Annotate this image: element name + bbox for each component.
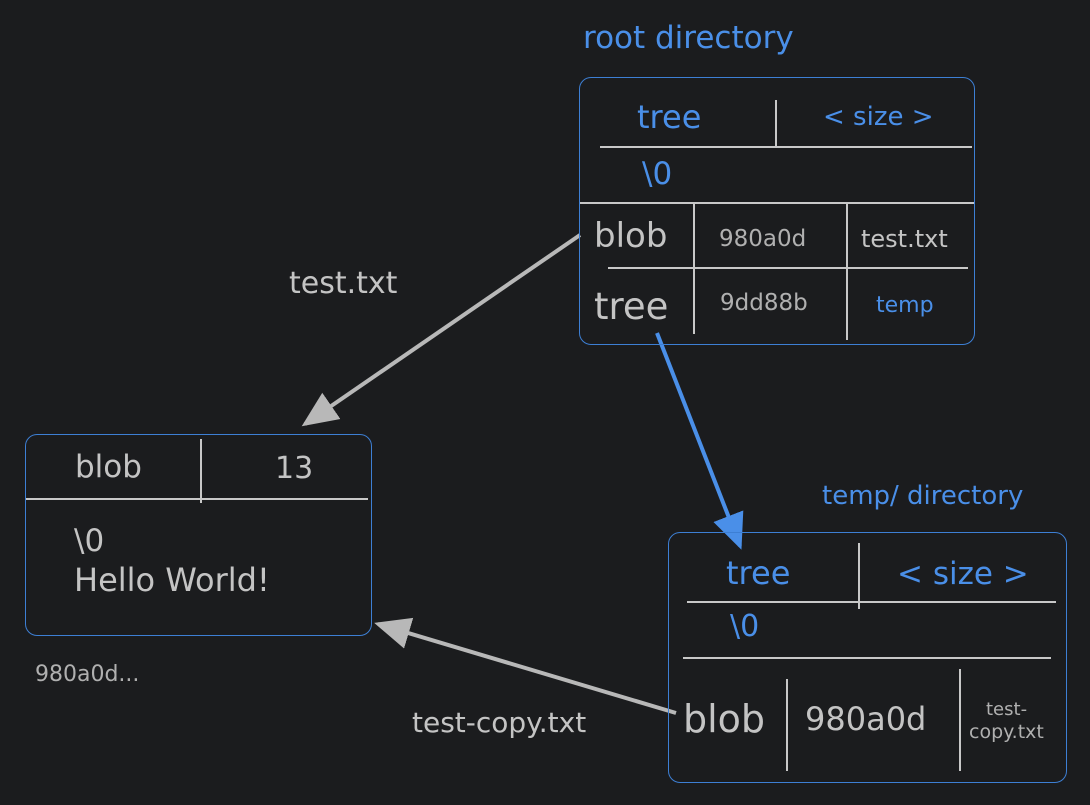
root-header-type: tree [637, 98, 702, 136]
root-header-divider [775, 100, 777, 146]
root-entry-2-type: tree [594, 285, 669, 328]
blob-header-divider [200, 439, 202, 503]
temp-header-type: tree [726, 554, 791, 592]
root-tree-box: tree < size > \0 blob 980a0d test.txt tr… [579, 77, 975, 345]
blob-header-type: blob [75, 449, 142, 485]
blob-header-underline [26, 498, 368, 500]
root-header-size: < size > [823, 102, 934, 132]
temp-col-divider-2 [959, 669, 961, 771]
temp-entry-1-hash: 980a0d [805, 700, 927, 738]
root-entry-2-hash: 9dd88b [720, 290, 808, 316]
temp-null-char: \0 [730, 609, 760, 644]
root-entry-1-name: test.txt [861, 225, 948, 253]
arrow-label-test-copy-txt: test-copy.txt [412, 706, 587, 739]
blob-header-size: 13 [275, 451, 314, 486]
blob-hash-label: 980a0d... [35, 662, 140, 687]
blob-content: Hello World! [74, 561, 270, 599]
arrow-root-to-blob [301, 233, 582, 427]
root-row-divider [608, 267, 968, 269]
root-directory-title: root directory [583, 20, 794, 56]
temp-directory-title: temp/ directory [822, 481, 1024, 511]
blob-null-char: \0 [74, 523, 105, 559]
temp-entry-1-type: blob [683, 697, 766, 741]
root-entry-1-hash: 980a0d [719, 226, 807, 252]
temp-header-underline [687, 601, 1056, 603]
temp-entry-1-name-line2: copy.txt [969, 721, 1044, 743]
root-col-divider-2 [846, 203, 848, 340]
arrow-root-to-temp [655, 332, 744, 550]
temp-header-size: < size > [897, 556, 1029, 592]
root-entry-2-name: temp [876, 293, 934, 318]
temp-header-divider [858, 543, 860, 609]
root-null-underline [580, 202, 974, 204]
blob-object-box: blob 13 \0 Hello World! [25, 434, 372, 636]
temp-entry-1-name-line1: test- [986, 699, 1028, 720]
root-entry-1-type: blob [594, 216, 668, 256]
temp-null-underline [683, 657, 1051, 659]
temp-tree-box: tree < size > \0 blob 980a0d test- copy.… [668, 532, 1067, 783]
temp-col-divider-1 [786, 679, 788, 771]
arrow-temp-to-blob [374, 617, 677, 715]
arrow-label-test-txt: test.txt [289, 266, 398, 301]
root-null-char: \0 [642, 156, 673, 192]
root-header-underline [600, 146, 972, 148]
